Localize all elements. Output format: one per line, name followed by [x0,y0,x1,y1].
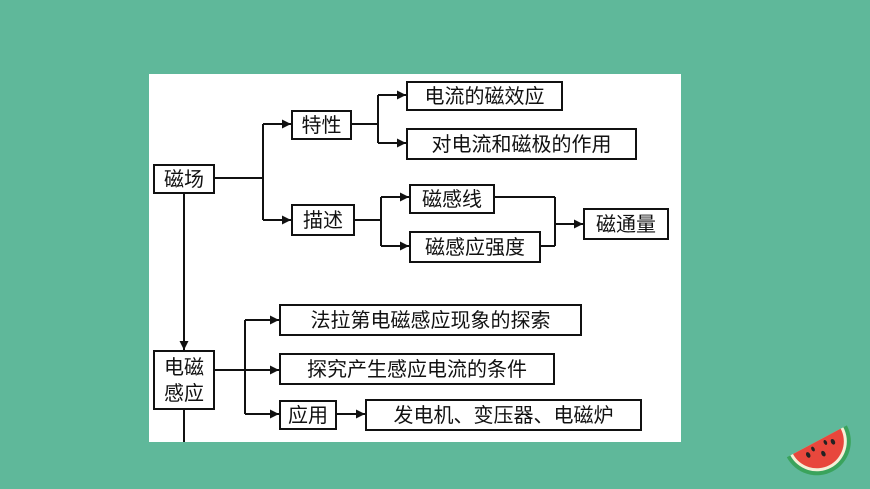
node-dianci-ganying: 电磁感应 [153,350,215,410]
connector-lines [179,90,583,442]
watermelon-slice-icon [786,425,851,476]
node-dianliu-cixiaoying: 电流的磁效应 [406,81,563,111]
concept-map-panel: 磁场 特性 描述 电流的磁效应 对电流和磁极的作用 磁感线 磁感应强度 磁通量 … [149,74,681,442]
node-yingyong: 应用 [279,400,337,430]
node-ciganxian: 磁感线 [409,184,495,214]
node-dui-dianliu-cijixing: 对电流和磁极的作用 [406,128,637,160]
node-texing: 特性 [291,110,352,140]
node-miaoshu: 描述 [291,204,355,236]
node-fadianji-etc: 发电机、变压器、电磁炉 [365,399,642,431]
node-cichang: 磁场 [153,164,215,194]
node-tanjiu-tiaojian: 探究产生感应电流的条件 [279,353,555,385]
node-citongliang: 磁通量 [583,208,669,240]
node-falading-tansuo: 法拉第电磁感应现象的探索 [279,304,582,336]
node-ciganying-qiangdu: 磁感应强度 [409,231,541,263]
